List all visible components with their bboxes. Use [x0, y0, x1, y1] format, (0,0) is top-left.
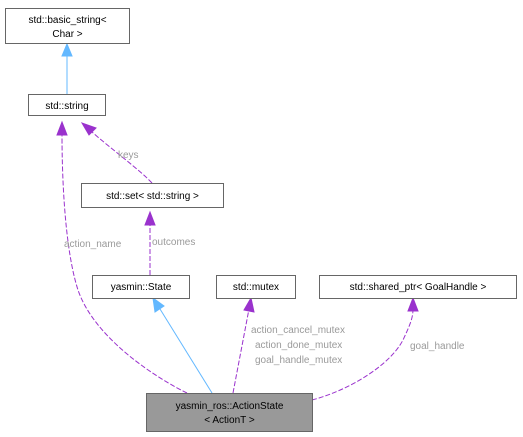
- node-std-basic-string-line1: std::basic_string<: [28, 15, 106, 26]
- node-std-set-label: std::set< std::string >: [106, 191, 199, 202]
- edge-label-action-name: action_name: [64, 239, 122, 250]
- edge-state-uses-set: [144, 210, 156, 275]
- node-std-mutex[interactable]: std::mutex: [216, 275, 296, 299]
- edge-label-goal-handle-mutex: goal_handle_mutex: [255, 355, 342, 366]
- edge-label-keys: keys: [118, 150, 139, 161]
- node-yasmin-ros-action-state[interactable]: yasmin_ros::ActionState < ActionT >: [146, 393, 313, 432]
- node-std-shared-ptr[interactable]: std::shared_ptr< GoalHandle >: [319, 275, 517, 299]
- edge-label-outcomes: outcomes: [152, 237, 195, 248]
- node-std-basic-string[interactable]: std::basic_string< Char >: [5, 8, 130, 44]
- edge-label-goal-handle: goal_handle: [410, 341, 465, 352]
- edge-action-state-inherits-state: [152, 296, 213, 394]
- edge-string-inherits-basic-string: [61, 42, 73, 94]
- node-yasmin-state[interactable]: yasmin::State: [92, 275, 190, 299]
- edge-label-action-done-mutex: action_done_mutex: [255, 340, 342, 351]
- node-action-state-line2: < ActionT >: [204, 415, 255, 426]
- node-std-mutex-label: std::mutex: [233, 282, 279, 293]
- edge-action-state-uses-mutex: [232, 296, 255, 394]
- edge-action-state-uses-string: [56, 120, 188, 394]
- node-action-state-line1: yasmin_ros::ActionState: [176, 401, 284, 412]
- node-std-string-label: std::string: [45, 101, 88, 112]
- edge-action-state-uses-shared-ptr: [311, 296, 419, 401]
- edge-label-action-cancel-mutex: action_cancel_mutex: [251, 325, 345, 336]
- node-std-basic-string-line2: Char >: [52, 29, 82, 40]
- node-std-string[interactable]: std::string: [28, 94, 106, 116]
- edge-set-uses-string: [80, 122, 153, 184]
- node-yasmin-state-label: yasmin::State: [111, 282, 172, 293]
- node-std-shared-ptr-label: std::shared_ptr< GoalHandle >: [350, 282, 487, 293]
- node-std-set[interactable]: std::set< std::string >: [81, 183, 224, 208]
